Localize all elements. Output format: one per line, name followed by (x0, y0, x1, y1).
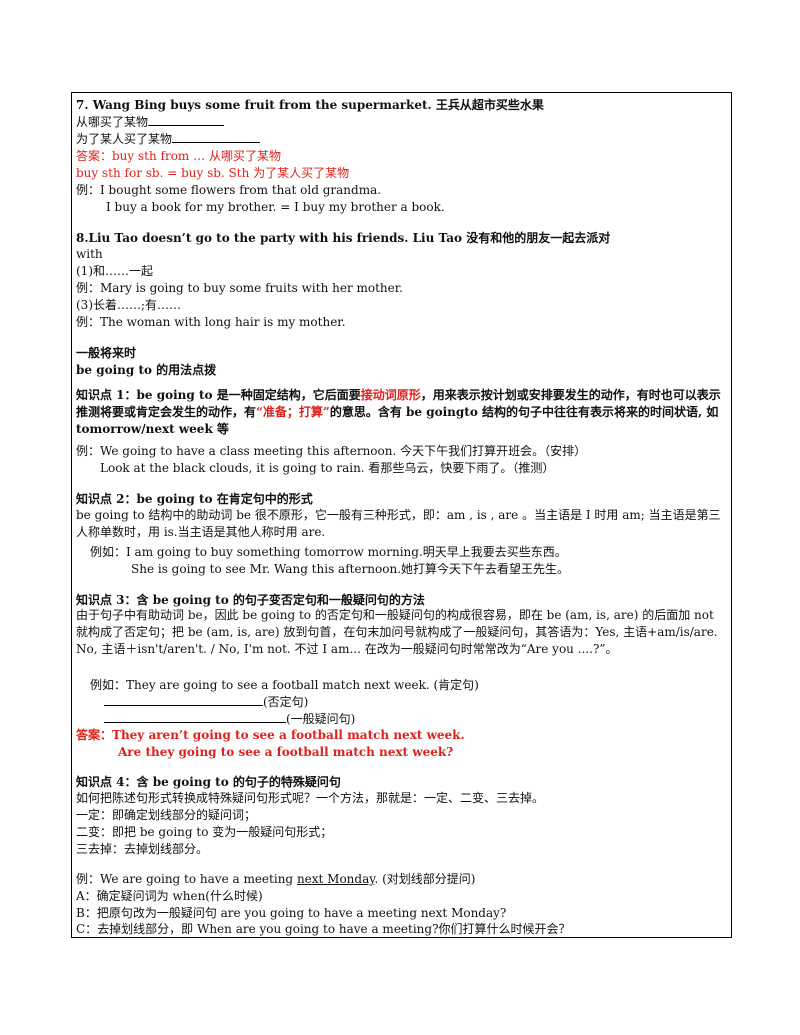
s7-heading: 7. Wang Bing buys some fruit from the su… (76, 98, 544, 112)
blank-line (148, 114, 225, 126)
future-subtitle: be going to 的用法点拨 (76, 363, 217, 377)
s7-example2: I buy a book for my brother. = I buy my … (106, 200, 445, 214)
s8-meaning3: (3)长着……;有…… (76, 298, 182, 312)
blank-line (104, 711, 286, 723)
s8-example1: 例：Mary is going to buy some fruits with … (76, 281, 403, 295)
k2-example1: 例如：I am going to buy something tomorrow … (90, 545, 567, 559)
s7-line1: 从哪买了某物 (76, 114, 225, 130)
k4-p4: 三去掉：去掉划线部分。 (76, 842, 209, 856)
s8-with: with (76, 247, 103, 261)
k4-p3: 二变：即把 be going to 变为一般疑问句形式； (76, 825, 333, 839)
s8-example2: 例：The woman with long hair is my mother. (76, 315, 346, 329)
s7-answer1: 答案：buy sth from … 从哪买了某物 (76, 149, 281, 163)
k3-example: 例如：They are going to see a football matc… (90, 678, 479, 692)
k3-title: 知识点 3：含 be going to 的句子变否定句和一般疑问句的方法 (76, 593, 425, 607)
content-frame (71, 92, 732, 938)
blank-line (172, 131, 261, 143)
blank-line (104, 694, 263, 706)
k4-p1: 如何把陈述句形式转换成特殊疑问句形式呢？一个方法，那就是：一定、二变、三去掉。 (76, 791, 545, 805)
future-title: 一般将来时 (76, 346, 137, 360)
k2-title: 知识点 2：be going to 在肯定句中的形式 (76, 492, 313, 506)
k3-negative-line: (否定句) (104, 694, 308, 710)
s8-meaning1: (1)和……一起 (76, 264, 153, 278)
k3-question-line: (一般疑问句) (104, 711, 355, 727)
k4-p2: 一定：即确定划线部分的疑问词； (76, 808, 257, 822)
k1-paragraph: 知识点 1：be going to 是一种固定结构，它后面要接动词原形，用来表示… (76, 388, 721, 436)
k4-step-b: B：把原句改为一般疑问句 are you going to have a mee… (76, 906, 507, 920)
k2-example2: She is going to see Mr. Wang this aftern… (131, 562, 570, 576)
s7-example1: 例：I bought some flowers from that old gr… (76, 183, 382, 197)
k4-step-c: C：去掉划线部分，即 When are you going to have a … (76, 922, 571, 936)
s7-answer2: buy sth for sb. = buy sb. Sth 为了某人买了某物 (76, 166, 350, 180)
k3-answer2: Are they going to see a football match n… (118, 745, 454, 759)
k3-answer1: 答案：They aren’t going to see a football m… (76, 728, 465, 742)
k3-paragraph: 由于句子中有助动词 be，因此 be going to 的否定句和一般疑问句的构… (76, 608, 718, 656)
underlined-phrase: next Monday (296, 872, 375, 886)
k1-example1: 例：We going to have a class meeting this … (76, 444, 587, 458)
k4-step-a: A：确定疑问词为 when(什么时候) (76, 889, 263, 903)
s7-line2: 为了某人买了某物 (76, 131, 261, 147)
k2-paragraph: be going to 结构中的助动词 be 很不原形，它一般有三种形式，即：a… (76, 508, 721, 539)
k1-example2: Look at the black clouds, it is going to… (100, 461, 555, 475)
k4-example: 例：We are going to have a meeting next Mo… (76, 872, 476, 886)
k4-title: 知识点 4：含 be going to 的句子的特殊疑问句 (76, 775, 341, 789)
s8-heading: 8.Liu Tao doesn’t go to the party with h… (76, 231, 611, 245)
